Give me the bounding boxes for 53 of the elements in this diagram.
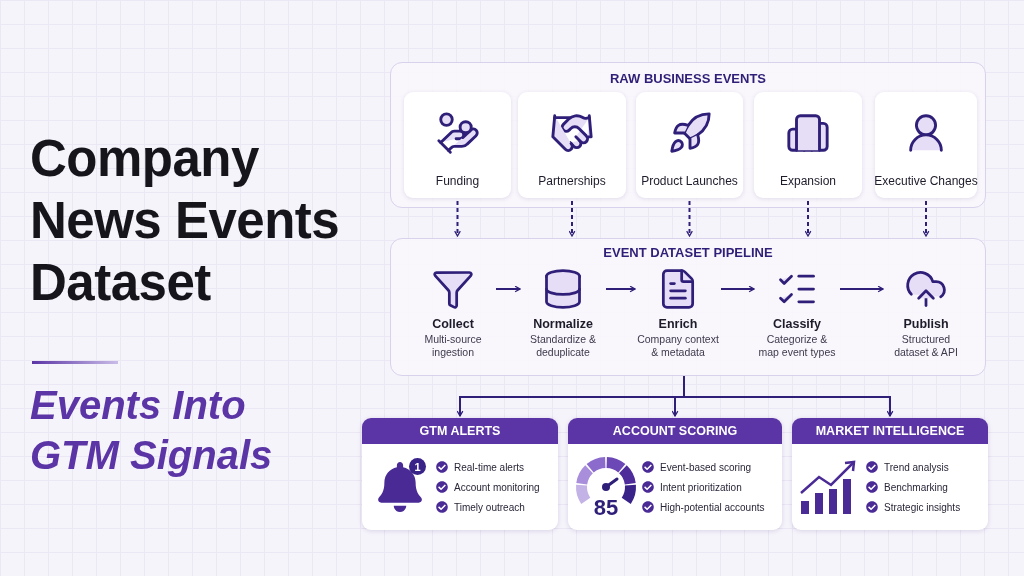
card-header: ACCOUNT SCORING — [568, 418, 782, 444]
bullet-text: Trend analysis — [884, 461, 949, 473]
step-description: Company context & metadata — [636, 333, 720, 358]
event-card — [754, 92, 862, 198]
event-card — [875, 92, 977, 198]
dashed-arrow — [922, 200, 930, 237]
score-value: 85 — [593, 496, 619, 520]
output-card — [568, 418, 782, 530]
event-label: Expansion — [779, 174, 836, 188]
bullet-text: Benchmarking — [884, 481, 948, 493]
bullet-text: Real-time alerts — [454, 461, 525, 473]
arrow — [495, 285, 521, 293]
event-label: Product Launches — [641, 174, 738, 188]
arrow — [605, 285, 636, 293]
group-panel — [390, 238, 986, 376]
dashed-arrow — [454, 200, 461, 237]
arrow — [720, 285, 755, 293]
bullet-text: Event-based scoring — [660, 461, 752, 473]
step-name: Publish — [903, 317, 949, 331]
output-card — [362, 418, 558, 530]
section-heading: EVENT DATASET PIPELINE — [602, 245, 774, 260]
event-card — [404, 92, 511, 198]
notification-badge: 1 — [409, 458, 426, 475]
step-description: Categorize & map event types — [757, 333, 837, 358]
step-name: Classify — [773, 317, 821, 331]
step-name: Collect — [432, 317, 474, 331]
main-title: Company News Events Dataset — [30, 129, 341, 313]
bullet-text: Intent prioritization — [660, 481, 742, 493]
dashed-arrow — [686, 200, 693, 237]
subtitle: Events Into GTM Signals — [30, 382, 274, 479]
section-heading: RAW BUSINESS EVENTS — [609, 71, 767, 86]
output-card — [792, 418, 988, 530]
event-label: Partnerships — [538, 174, 606, 188]
arrow — [839, 285, 884, 293]
step-name: Normalize — [533, 317, 593, 331]
arrow — [683, 375, 894, 417]
step-description: Structured dataset & API — [893, 333, 959, 358]
dashed-arrow — [568, 200, 576, 237]
event-label: Executive Changes — [874, 174, 978, 188]
step-description: Multi-source ingestion — [423, 333, 483, 358]
bullet-text: Timely outreach — [454, 501, 525, 513]
step-description: Standardize & deduplicate — [529, 333, 597, 358]
event-label: Funding — [435, 174, 480, 188]
card-header: MARKET INTELLIGENCE — [792, 418, 988, 444]
step-name: Enrich — [658, 317, 698, 331]
bullet-text: Strategic insights — [884, 501, 961, 513]
event-card — [636, 92, 743, 198]
bullet-text: Account monitoring — [454, 481, 540, 493]
group-panel — [390, 62, 986, 208]
dashed-arrow — [804, 200, 812, 237]
card-header: GTM ALERTS — [362, 418, 558, 444]
event-card — [518, 92, 626, 198]
bullet-text: High-potential accounts — [660, 501, 765, 513]
